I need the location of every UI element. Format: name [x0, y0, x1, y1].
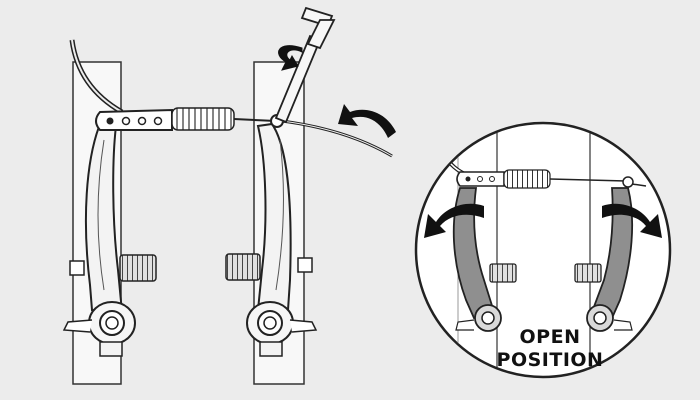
- hex-key-tool: [274, 6, 336, 124]
- cable-noodle: [95, 108, 173, 131]
- left-brake-arm: [62, 122, 136, 357]
- open-position-inset: [414, 121, 672, 379]
- brake-cable: [233, 118, 277, 122]
- rubber-boot: [171, 107, 235, 131]
- inset-label-line2: POSITION: [496, 349, 604, 371]
- right-brake-arm: [246, 122, 318, 357]
- left-brake-pad: [69, 254, 157, 282]
- open-left-arrow-icon: [424, 203, 484, 238]
- pull-direction-arrow-icon: [338, 104, 396, 138]
- inset-label-line1: OPEN: [519, 326, 581, 348]
- rotate-arrow-icon: [278, 45, 303, 71]
- right-brake-pad: [225, 253, 313, 281]
- open-right-arrow-icon: [602, 203, 662, 238]
